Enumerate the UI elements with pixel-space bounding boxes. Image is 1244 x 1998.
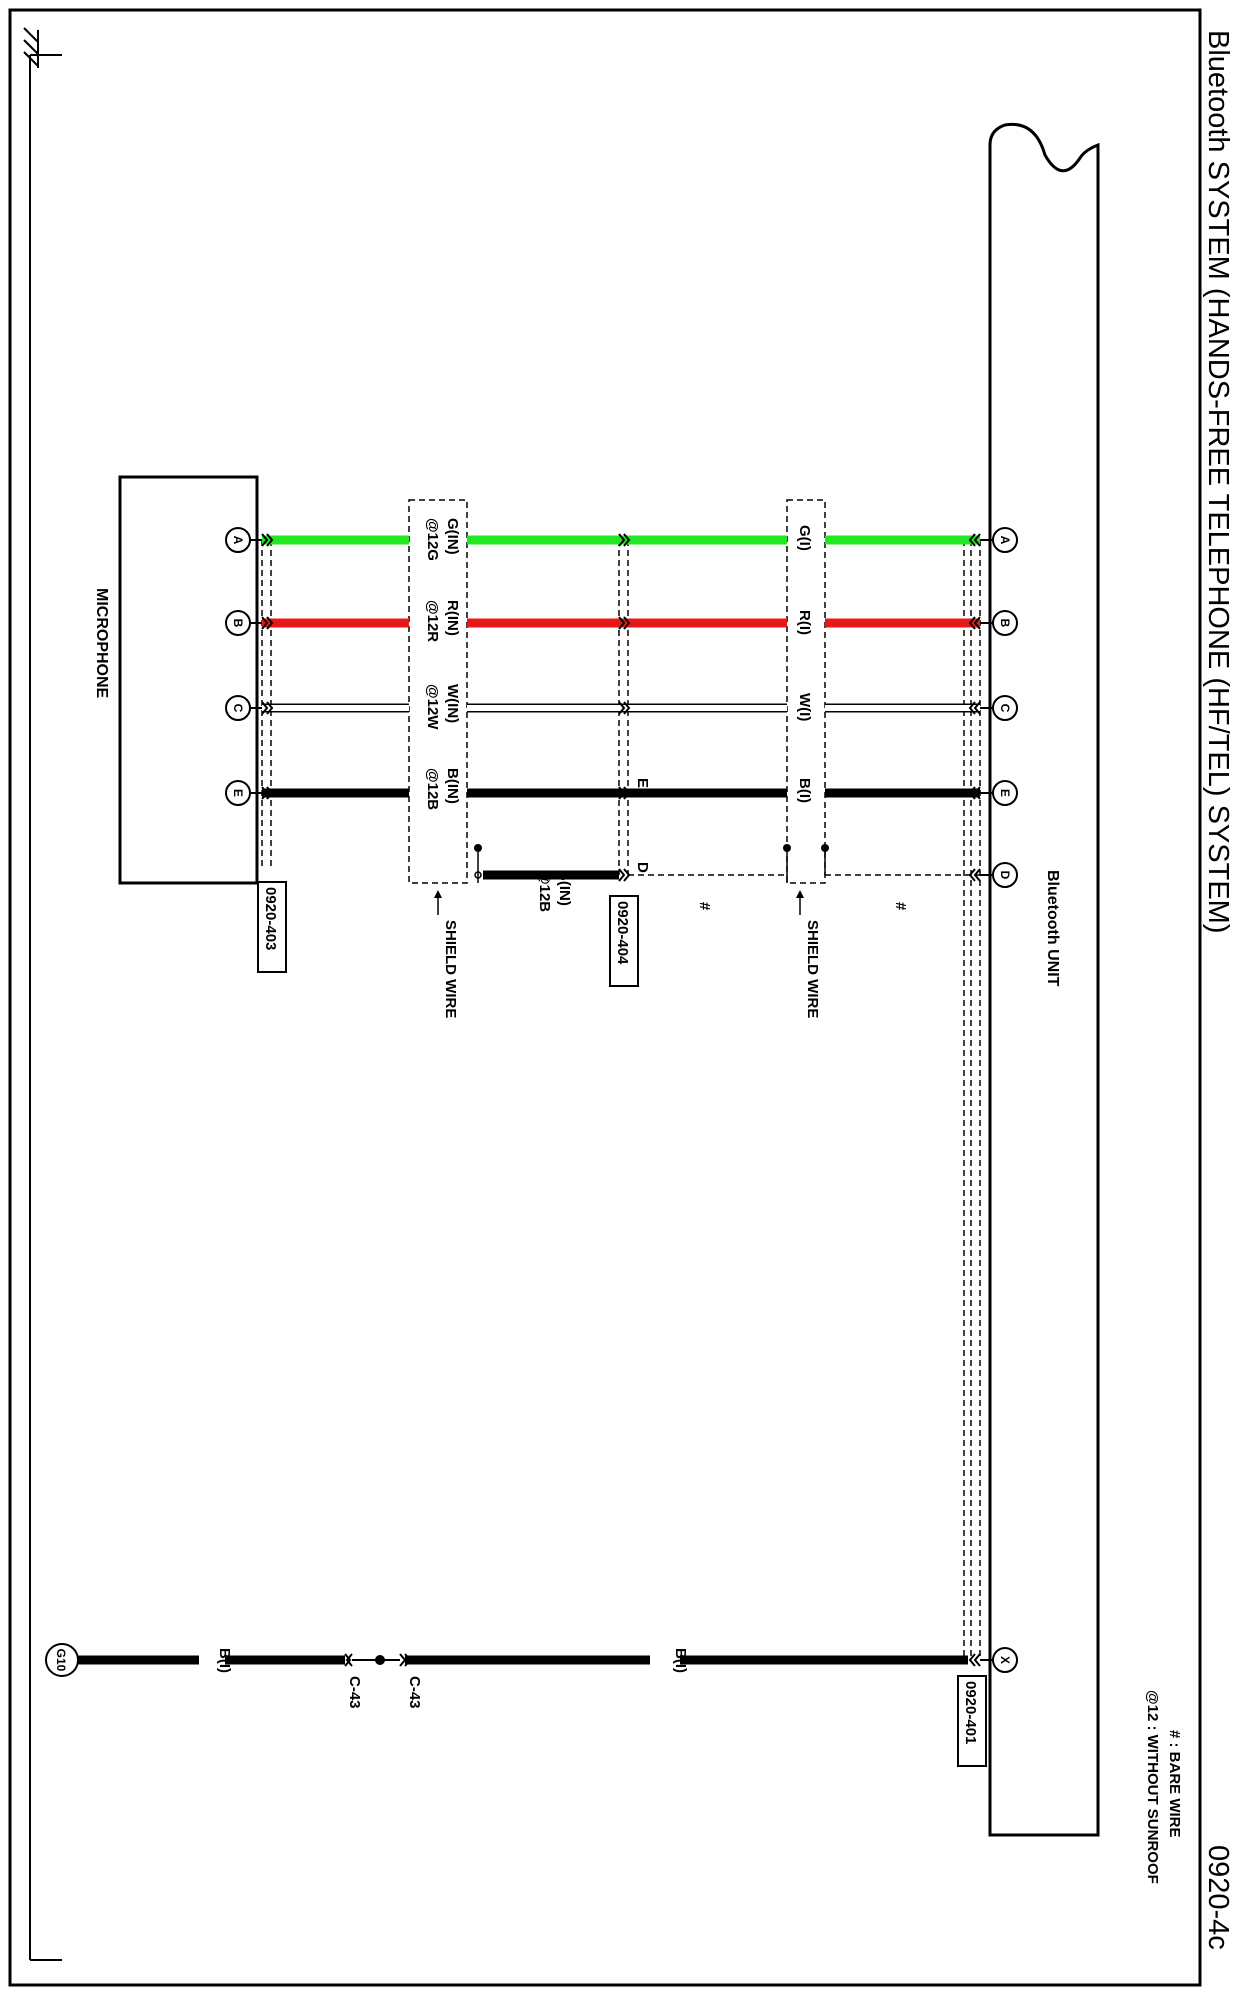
pin-label: E (998, 789, 1012, 797)
connector-0920-403: 0920-403 (257, 881, 287, 973)
bluetooth-unit-label: Bluetooth UNIT (1044, 870, 1061, 987)
pin-label: X (998, 1656, 1012, 1664)
bare-wire-label: # (696, 902, 713, 911)
microphone-pins: A B C E (225, 527, 262, 806)
pin-label: E (231, 789, 245, 797)
connector-0920-401: 0920-401 (957, 1675, 987, 1767)
svg-text:0920-404: 0920-404 (614, 901, 631, 965)
page-border (8, 8, 1202, 1987)
bluetooth-unit-pins: A B C E D X (980, 527, 1018, 1673)
wire-label: R(I) (796, 610, 813, 635)
connector-c43-label: C-43 (346, 1676, 363, 1709)
wire-label: W(I) (796, 693, 813, 721)
wire-label: B(IN) (444, 768, 461, 804)
wire-label: B(I) (796, 778, 813, 803)
c43-dot (375, 1655, 385, 1665)
wire-label: @12W (424, 684, 441, 730)
wire-label: G(I) (796, 525, 813, 551)
wire-label: @12B (424, 768, 441, 810)
connector-c43-label: C-43 (406, 1676, 423, 1709)
junction-label: E (634, 778, 651, 788)
ground-g10: G10 (45, 1643, 79, 1677)
wire-labels: G(I) R(I) W(I) B(I) G(IN) @12G R(IN) @12… (424, 518, 909, 912)
shield-lines (261, 499, 981, 1660)
connector-chevrons-right (968, 533, 981, 1667)
shield-wire-label: SHIELD WIRE (442, 920, 459, 1018)
shield-wire-labels: SHIELD WIRE SHIELD WIRE (434, 890, 821, 1018)
svg-text:G10: G10 (54, 1649, 68, 1672)
legend-without-sunroof: @12 : WITHOUT SUNROOF (1144, 1690, 1161, 1884)
wire-label: W(IN) (444, 684, 461, 723)
pin-label: C (231, 704, 245, 713)
bare-wire-label: # (892, 902, 909, 911)
pin-label: B (231, 619, 245, 628)
wire-label: R(IN) (444, 600, 461, 636)
wire-label: B(I) (216, 1648, 233, 1673)
connector-0920-404: 0920-404 (609, 895, 639, 987)
pin-label: A (231, 536, 245, 545)
connector-chevrons-left (261, 533, 274, 800)
wire-label: @12G (424, 518, 441, 561)
page-title: Bluetooth SYSTEM (HANDS-FREE TELEPHONE (… (1202, 30, 1234, 934)
microphone-box (118, 475, 259, 885)
wire-label: B(I) (672, 1648, 689, 1673)
pin-label: B (998, 619, 1012, 628)
svg-text:0920-401: 0920-401 (962, 1681, 979, 1744)
legend-bare-wire: # : BARE WIRE (1166, 1730, 1183, 1838)
ground-symbol-icon (23, 27, 39, 68)
svg-text:0920-403: 0920-403 (262, 887, 279, 950)
shield-wire-label: SHIELD WIRE (804, 920, 821, 1018)
pin-label: A (998, 536, 1012, 545)
pin-label: D (998, 871, 1012, 880)
wire-label: @12R (424, 600, 441, 642)
wire-label: @12B (536, 870, 553, 912)
page-number: 0920-4c (1202, 1845, 1234, 1950)
junction-label: D (634, 862, 651, 873)
microphone-label: MICROPHONE (93, 588, 110, 699)
bluetooth-unit-box (988, 122, 1100, 1837)
wire-label: G(IN) (444, 518, 461, 555)
wire-label: B(IN) (556, 870, 573, 906)
connector-chevrons-mid (618, 533, 631, 882)
pin-label: C (998, 704, 1012, 713)
